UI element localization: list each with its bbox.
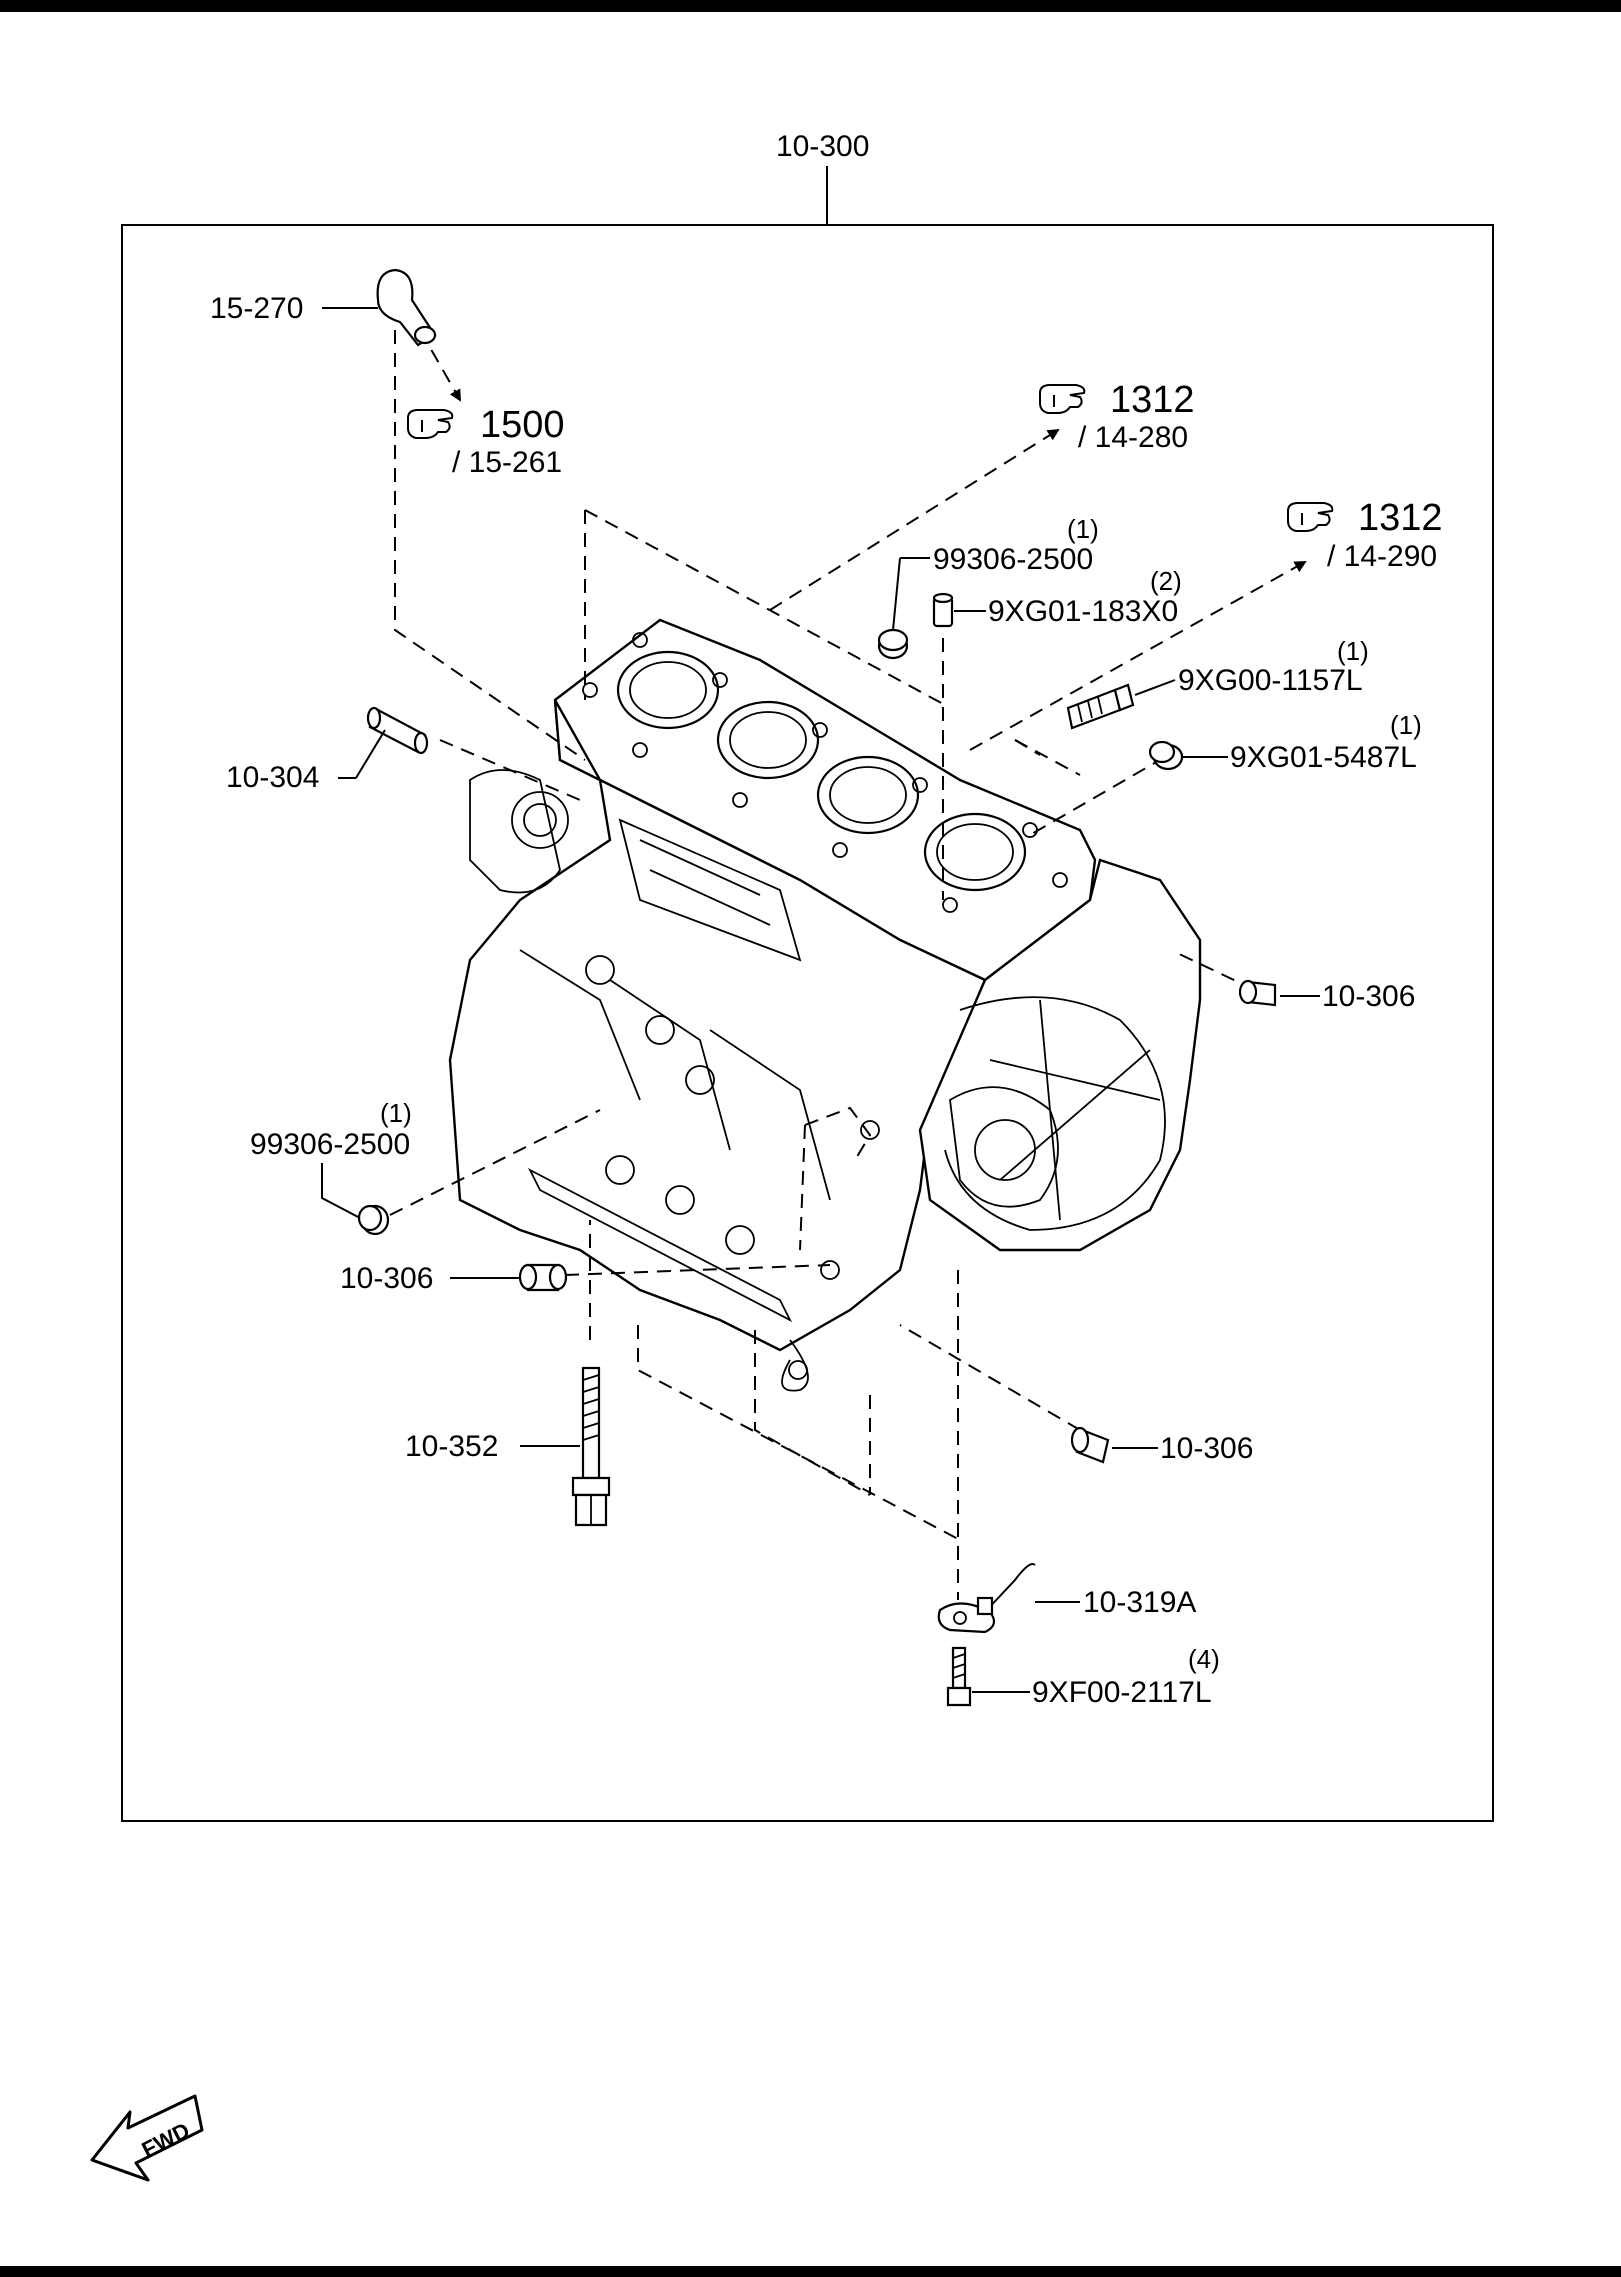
qty-9XG00-1157L: (1) [1337, 636, 1369, 666]
qty-9XG01-5487L: (1) [1390, 710, 1422, 740]
leader-99306-2500-left [321, 1163, 361, 1219]
label-10-306-right: 10-306 [1322, 980, 1415, 1013]
pointing-hand-icon [407, 409, 454, 439]
reference-ref-14-290: / 14-290 [1327, 540, 1437, 573]
part-10-306-dowel-right [1238, 979, 1277, 1007]
label-9XG00-1157L: 9XG00-1157L [1178, 664, 1363, 697]
part-9XG01-183X0-pin [932, 592, 954, 628]
reference-1500[interactable]: 1500 / 15-261 [407, 404, 565, 479]
part-9XG01-5487L-plug [1148, 740, 1184, 771]
reference-group-1312-a: 1312 [1110, 379, 1195, 421]
reference-group-1312-b: 1312 [1358, 497, 1443, 539]
label-99306-2500-top: 99306-2500 [933, 543, 1093, 576]
part-99306-2500-plug-left [357, 1204, 390, 1236]
reference-1312-b[interactable]: 1312 / 14-290 [1287, 497, 1443, 573]
bottom-border-bar [0, 2266, 1621, 2277]
assembly-guide-lines [389, 329, 1307, 1600]
label-9XG01-5487L: 9XG01-5487L [1230, 741, 1417, 774]
pointing-hand-icon [1287, 502, 1334, 532]
reference-1312-a[interactable]: 1312 / 14-280 [1039, 379, 1195, 454]
qty-99306-2500-top: (1) [1067, 514, 1099, 544]
part-10-319A-bracket [937, 1563, 1036, 1634]
leader-9XG00-1157L [1134, 679, 1176, 696]
qty-9XF00-2117L: (4) [1188, 1644, 1220, 1674]
part-99306-2500-plug-top [877, 628, 909, 660]
label-10-319A: 10-319A [1083, 1586, 1196, 1619]
part-10-306-dowel-bottom [1070, 1426, 1110, 1464]
label-9XG01-183X0: 9XG01-183X0 [988, 595, 1178, 628]
label-10-306-left: 10-306 [340, 1262, 433, 1295]
fwd-arrow-icon: FWD [90, 2094, 204, 2182]
part-10-352-bolt [571, 1366, 611, 1527]
label-15-270: 15-270 [210, 292, 303, 325]
reference-ref-15-261: / 15-261 [452, 446, 562, 479]
part-15-270-hose-fitting [376, 268, 437, 347]
part-10-306-dowel-left [518, 1263, 568, 1292]
assembly-frame [121, 224, 1494, 1822]
reference-ref-14-280: / 14-280 [1078, 421, 1188, 454]
top-border-bar [0, 0, 1621, 12]
part-10-304-dowel [366, 706, 429, 755]
label-10-306-bottom: 10-306 [1160, 1432, 1253, 1465]
part-9XF00-2117L-bolt [946, 1646, 972, 1707]
label-10-352: 10-352 [405, 1430, 498, 1463]
qty-9XG01-183X0: (2) [1150, 566, 1182, 596]
label-99306-2500-left: 99306-2500 [250, 1128, 410, 1161]
cylinder-block [448, 618, 1202, 1392]
reference-group-1500: 1500 [480, 404, 565, 446]
pointing-hand-icon [1039, 384, 1086, 414]
qty-99306-2500-left: (1) [380, 1098, 412, 1128]
label-9XF00-2117L: 9XF00-2117L [1032, 1676, 1212, 1709]
assembly-label: 10-300 [776, 130, 869, 163]
part-9XG00-1157L-sensor [1066, 683, 1135, 730]
label-10-304: 10-304 [226, 761, 319, 794]
